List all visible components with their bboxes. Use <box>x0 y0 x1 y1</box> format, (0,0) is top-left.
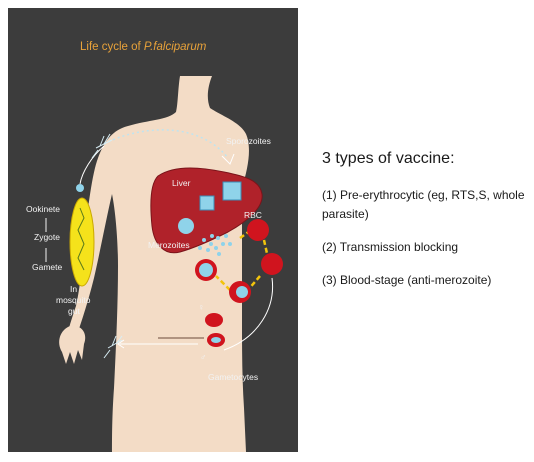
label-liver: Liver <box>172 178 191 188</box>
life-cycle-diagram-panel: Life cycle of P.falciparum <box>8 8 298 452</box>
mosquito-lower-icon <box>103 335 123 359</box>
mosquito-arrowhead-icon <box>117 339 125 349</box>
female-gametocyte-icon <box>205 313 223 327</box>
gametocyte-path <box>223 277 274 351</box>
trophozoite-icon <box>236 286 248 298</box>
diagram-title-prefix: Life cycle of <box>80 41 144 53</box>
mosquito-gut-shape <box>69 197 95 287</box>
sporozoite-path <box>103 129 229 159</box>
label-sporozoites: Sporozoites <box>226 136 271 146</box>
label-gamete: Gamete <box>32 262 63 272</box>
oocyst-icon <box>76 184 84 192</box>
label-in-mosquito-gut-line2: mosquito <box>56 295 91 305</box>
hepatocyte-schizont-icon <box>199 195 215 211</box>
vaccine-item-pre-erythrocytic: (1) Pre-erythrocytic (eg, RTS,S, whole p… <box>322 188 525 221</box>
female-symbol: ♀ <box>198 302 204 312</box>
vaccine-item-transmission-blocking: (2) Transmission blocking <box>322 240 459 254</box>
rbc-ring-icon <box>261 253 283 275</box>
label-in-mosquito-gut-line1: In <box>70 284 77 294</box>
vaccine-heading: 3 types of vaccine: <box>322 150 455 167</box>
label-ookinete: Ookinete <box>26 204 60 214</box>
mosquito-upper-icon <box>91 133 113 159</box>
label-gametocytes: Gametocytes <box>208 372 258 382</box>
blood-cycle-arrows <box>215 226 270 291</box>
ookinete-glyph <box>77 207 85 271</box>
label-merozoites: Merozoites <box>148 240 190 250</box>
label-rbc: RBC <box>244 210 262 220</box>
schizont-icon <box>199 263 213 277</box>
hepatocyte-infected-icon <box>222 181 242 201</box>
diagram-title-species: P.falciparum <box>144 41 207 53</box>
liver-schizont-icon <box>178 218 194 234</box>
label-zygote: Zygote <box>34 232 60 242</box>
oocyst-to-sporozoite-path <box>79 145 105 185</box>
merozoite-dots <box>198 234 232 256</box>
male-symbol: ♂ <box>200 352 206 362</box>
label-in-mosquito-gut-line3: gut <box>68 306 80 316</box>
life-cycle-diagram: Life cycle of P.falciparum <box>26 41 283 452</box>
vaccine-list: 3 types of vaccine: (1) Pre-erythrocytic… <box>322 150 527 304</box>
rbc-icon <box>247 219 269 241</box>
male-gametocyte-inner-icon <box>211 337 221 343</box>
diagram-title: Life cycle of P.falciparum <box>80 41 207 53</box>
vaccine-item-blood-stage: (3) Blood-stage (anti-merozoite) <box>322 273 492 287</box>
sporozoite-arrowhead-icon <box>221 153 235 165</box>
